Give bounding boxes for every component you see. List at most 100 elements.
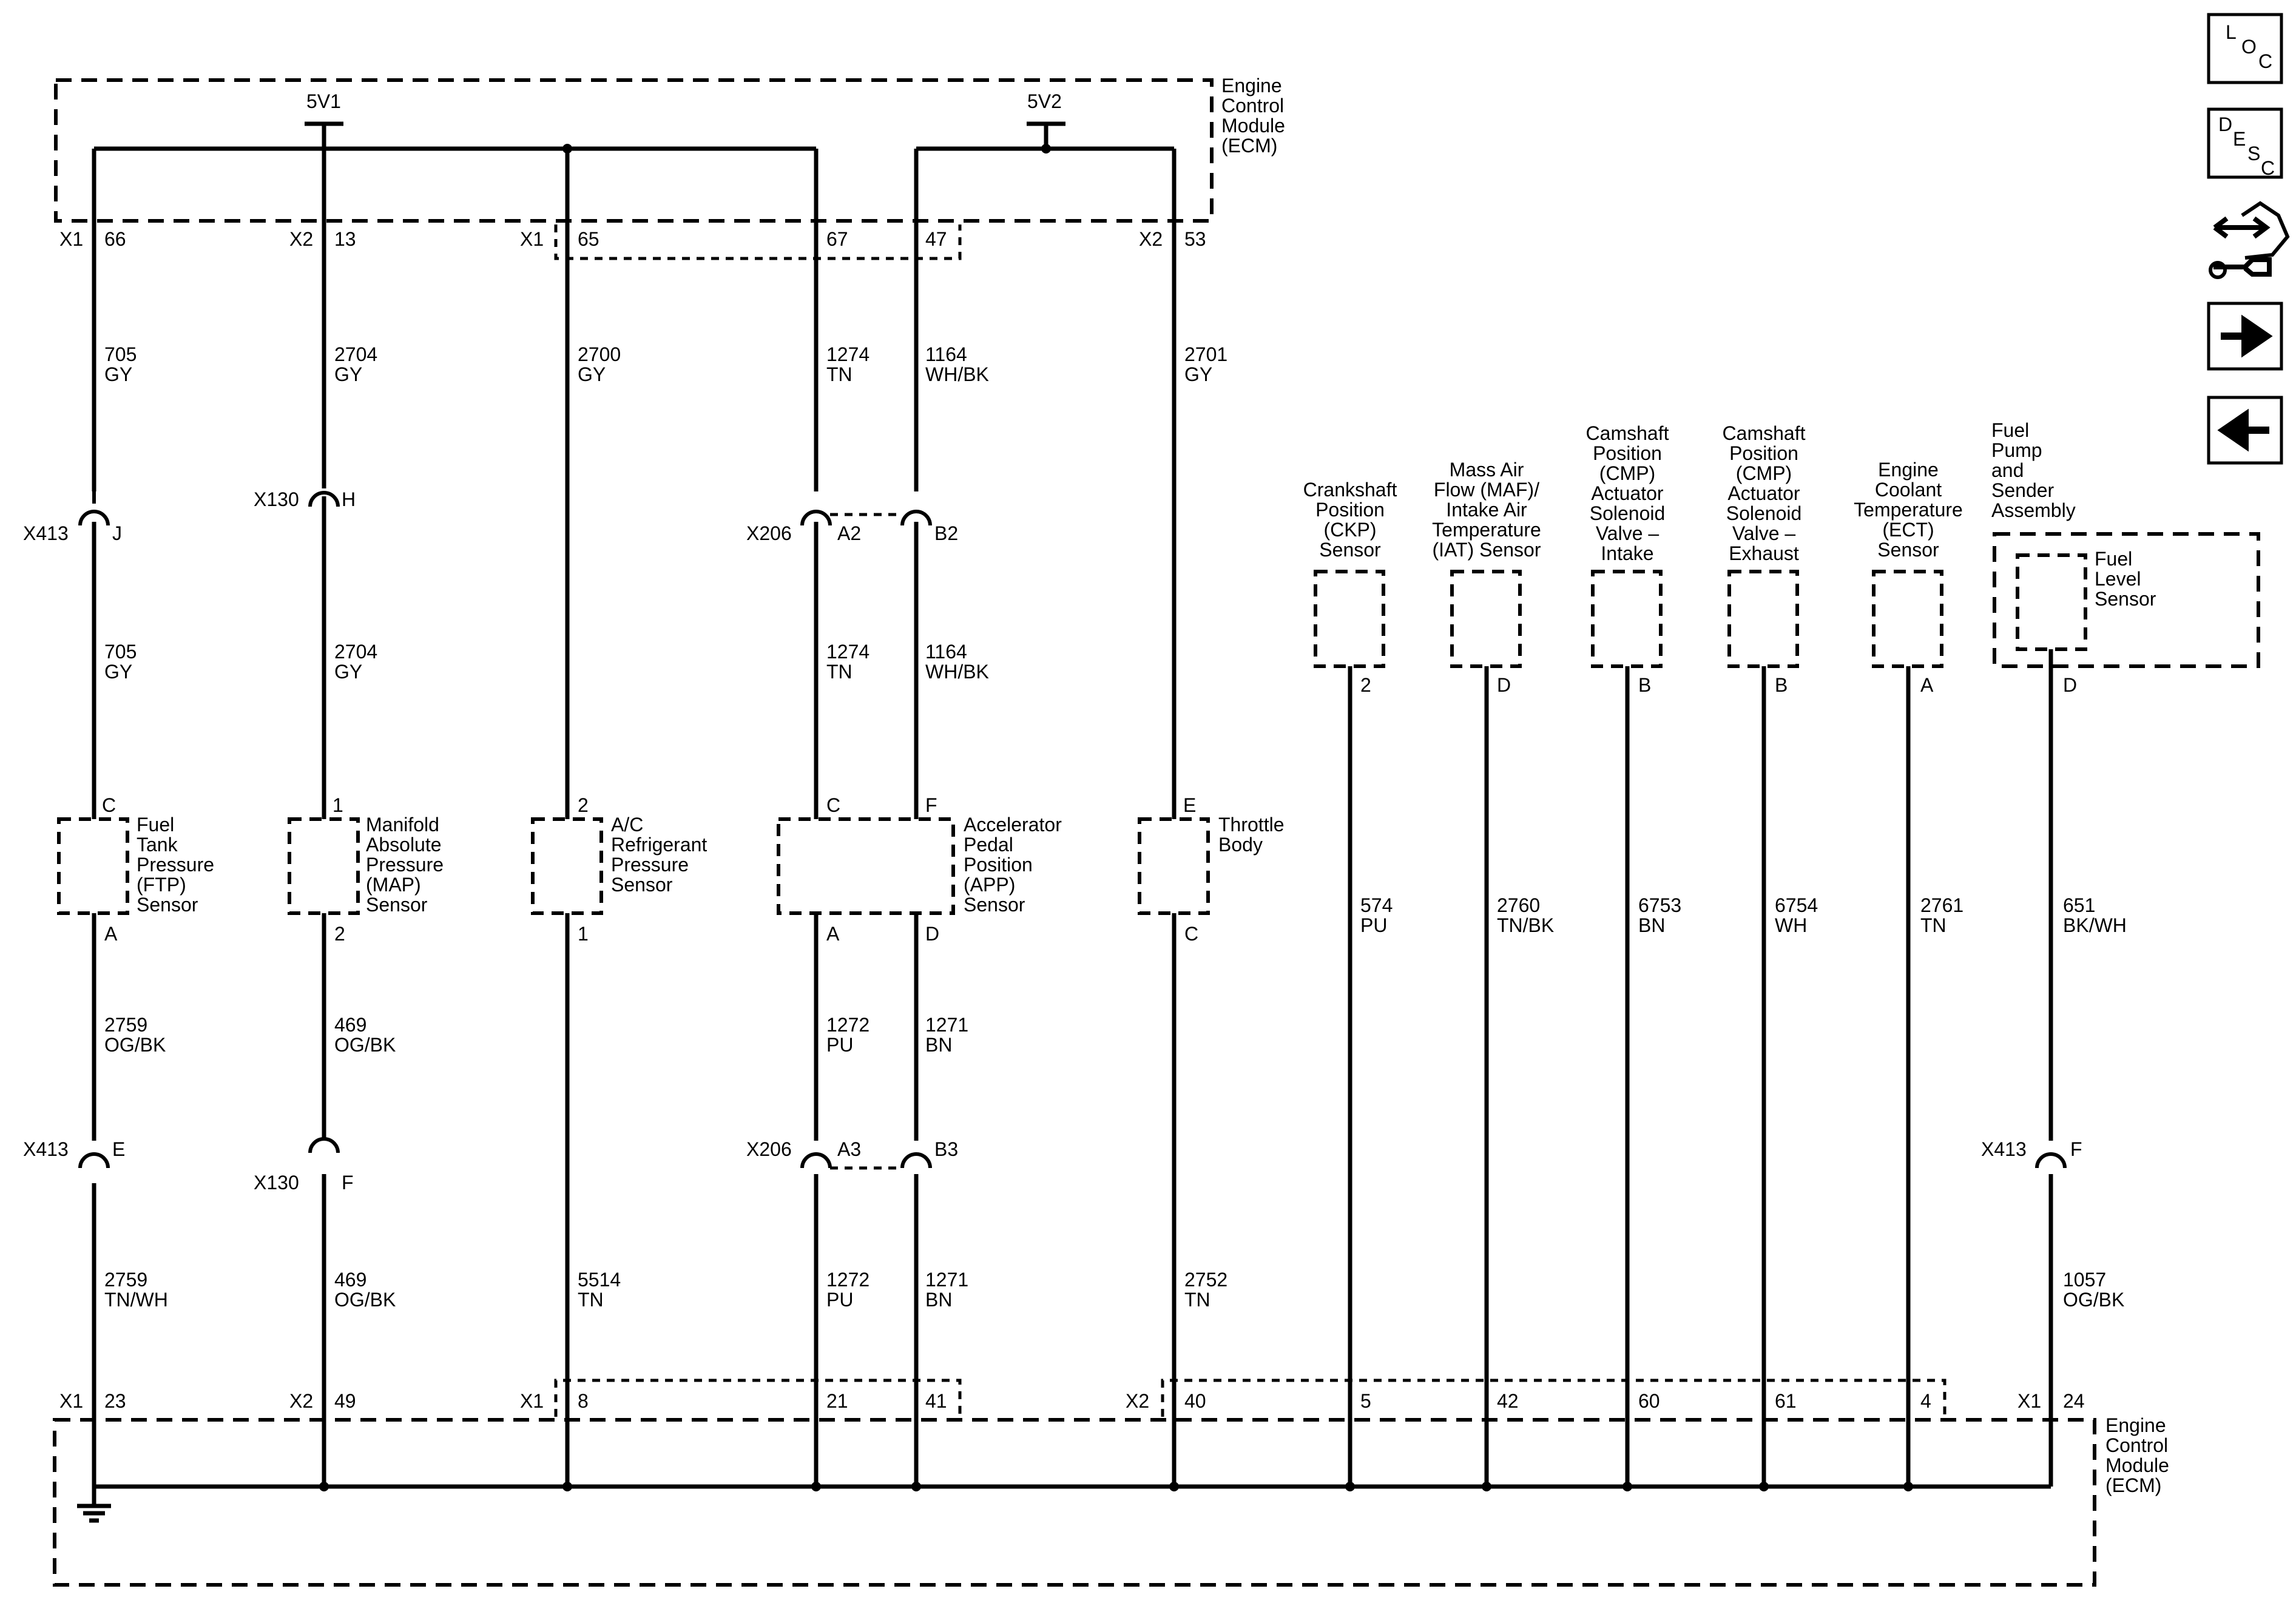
circuit-color: TN <box>578 1289 604 1311</box>
cmp-intake-label-line3: (CMP) <box>1599 462 1655 484</box>
splice-dot <box>1622 1482 1632 1491</box>
inline-connector-name: X413 <box>23 1138 69 1160</box>
circuit-color: BN <box>1638 914 1665 936</box>
circuit-number: 1057 <box>2063 1269 2106 1291</box>
ac-label-line1: A/C <box>611 814 643 836</box>
ftp-pin-top: C <box>102 794 116 816</box>
map-pin-bottom: 2 <box>334 923 345 945</box>
fuel-pump-label-line5: Assembly <box>1991 499 2076 521</box>
sensors-right-group: Crankshaft Position (CKP) Sensor 2 Mass … <box>1303 419 2260 696</box>
app-pin-top-a: C <box>826 794 840 816</box>
maf-label-line3: Intake Air <box>1446 499 1527 521</box>
circuit-color: GY <box>578 363 606 385</box>
circuit-color: PU <box>826 1034 853 1056</box>
throttle-pin-top: E <box>1183 794 1196 816</box>
splice-dot <box>1482 1482 1491 1491</box>
app-label-line5: Sensor <box>964 894 1025 916</box>
pin-connector-label: X1 <box>59 1390 83 1412</box>
pin-number-label: 4 <box>1920 1390 1931 1412</box>
circuit-number: 469 <box>334 1014 366 1036</box>
cmp-intake-label-line1: Camshaft <box>1586 422 1669 444</box>
circuit-number: 1272 <box>826 1014 869 1036</box>
fuel-level-pin: D <box>2063 674 2077 696</box>
cmp-intake-label-line5: Solenoid <box>1590 502 1666 524</box>
desc-letter-c: C <box>2261 157 2275 179</box>
fuel-pump-label-line4: Sender <box>1991 479 2055 501</box>
inline-connector-pin: B3 <box>934 1138 958 1160</box>
inline-connector-name: X206 <box>746 1138 792 1160</box>
ecm-top-label-line2: Control <box>1221 95 1284 116</box>
inline-connector-pin: A3 <box>837 1138 861 1160</box>
circuit-number: 469 <box>334 1269 366 1291</box>
circuit-number: 1272 <box>826 1269 869 1291</box>
splice-dot <box>1041 144 1051 154</box>
desc-button[interactable]: D E S C <box>2207 107 2283 179</box>
connector-socket <box>78 1152 110 1169</box>
circuit-number: 1164 <box>925 641 967 663</box>
pin-connector-label: X2 <box>1139 228 1163 250</box>
circuit-number: 2752 <box>1184 1269 1227 1291</box>
ckp-label-line1: Crankshaft <box>1303 479 1397 501</box>
sensors-left-group: C A Fuel Tank Pressure (FTP) Sensor 1 2 … <box>57 794 1284 945</box>
inline-connector-pin: E <box>112 1138 125 1160</box>
nav-toolbar: L O C D E S C <box>2207 13 2290 465</box>
inline-connector-name: X206 <box>746 522 792 544</box>
circuit-color: WH <box>1775 914 1807 936</box>
ac-label-line2: Refrigerant <box>611 834 707 856</box>
circuit-color: BN <box>925 1289 952 1311</box>
inline-connector-pin: A2 <box>837 522 861 544</box>
fuel-level-sensor-box <box>2016 553 2087 651</box>
cmp-intake-solenoid-box <box>1591 570 1663 668</box>
fuel-pump-label-line3: and <box>1991 459 2024 481</box>
throttle-body-box <box>1138 817 1210 915</box>
ftp-label-line3: Pressure <box>137 854 214 876</box>
app-label-line1: Accelerator <box>964 814 1062 836</box>
circuit-number: 1274 <box>826 343 869 365</box>
cmp-exhaust-pin: B <box>1775 674 1788 696</box>
ckp-label-line2: Position <box>1315 499 1385 521</box>
ect-label-line2: Coolant <box>1875 479 1942 501</box>
circuit-number: 2759 <box>104 1014 147 1036</box>
connector-socket <box>900 1152 932 1169</box>
throttle-label-line1: Throttle <box>1218 814 1284 836</box>
circuit-color: GY <box>104 661 132 683</box>
circuit-number: 574 <box>1360 894 1393 916</box>
connector-socket <box>78 510 110 526</box>
app-label-line4: (APP) <box>964 874 1015 896</box>
next-page-button[interactable] <box>2207 302 2283 371</box>
circuit-number: 1274 <box>826 641 869 663</box>
loc-button[interactable]: L O C <box>2207 13 2283 84</box>
cmp-exhaust-label-line3: (CMP) <box>1736 462 1792 484</box>
circuit-number: 2700 <box>578 343 621 365</box>
inline-connectors-row1: X413 J X130 H X206 A2 B2 <box>23 488 958 544</box>
connector-socket <box>800 510 832 526</box>
connector-socket <box>308 1137 340 1153</box>
cmp-exhaust-label-line5: Solenoid <box>1726 502 1802 524</box>
inline-connector-name: X130 <box>254 488 299 510</box>
ecm-top-label-line4: (ECM) <box>1221 135 1277 157</box>
pin-number-label: 65 <box>578 228 599 250</box>
cmp-exhaust-label-line4: Actuator <box>1727 482 1800 504</box>
ect-label-line1: Engine <box>1878 459 1939 481</box>
ftp-pin-bottom: A <box>104 923 118 945</box>
map-label-line2: Absolute <box>366 834 442 856</box>
previous-page-button[interactable] <box>2207 396 2283 465</box>
ground-symbol-icon <box>77 1487 111 1523</box>
pin-number-label: 61 <box>1775 1390 1797 1412</box>
pin-connector-label: X1 <box>520 228 544 250</box>
cmp-exhaust-label-line2: Position <box>1729 442 1798 464</box>
splice-dot <box>1169 1482 1179 1491</box>
cmp-exhaust-label-line7: Exhaust <box>1729 542 1799 564</box>
shared-connector-outline <box>1161 1379 1947 1417</box>
ckp-label-line3: (CKP) <box>1323 519 1376 541</box>
arrow-left-icon <box>2217 408 2269 452</box>
supply-5v1-label: 5V1 <box>306 90 341 112</box>
ftp-label-line4: (FTP) <box>137 874 186 896</box>
ecm-top-outline <box>54 78 1214 223</box>
splice-dot <box>811 1482 821 1491</box>
connector-end-view-icon[interactable] <box>2209 201 2290 279</box>
inline-connector-pin: F <box>342 1172 354 1193</box>
desc-letter-s: S <box>2247 143 2260 164</box>
ecm-bottom-label-line2: Control <box>2105 1434 2168 1456</box>
circuit-number: 651 <box>2063 894 2095 916</box>
